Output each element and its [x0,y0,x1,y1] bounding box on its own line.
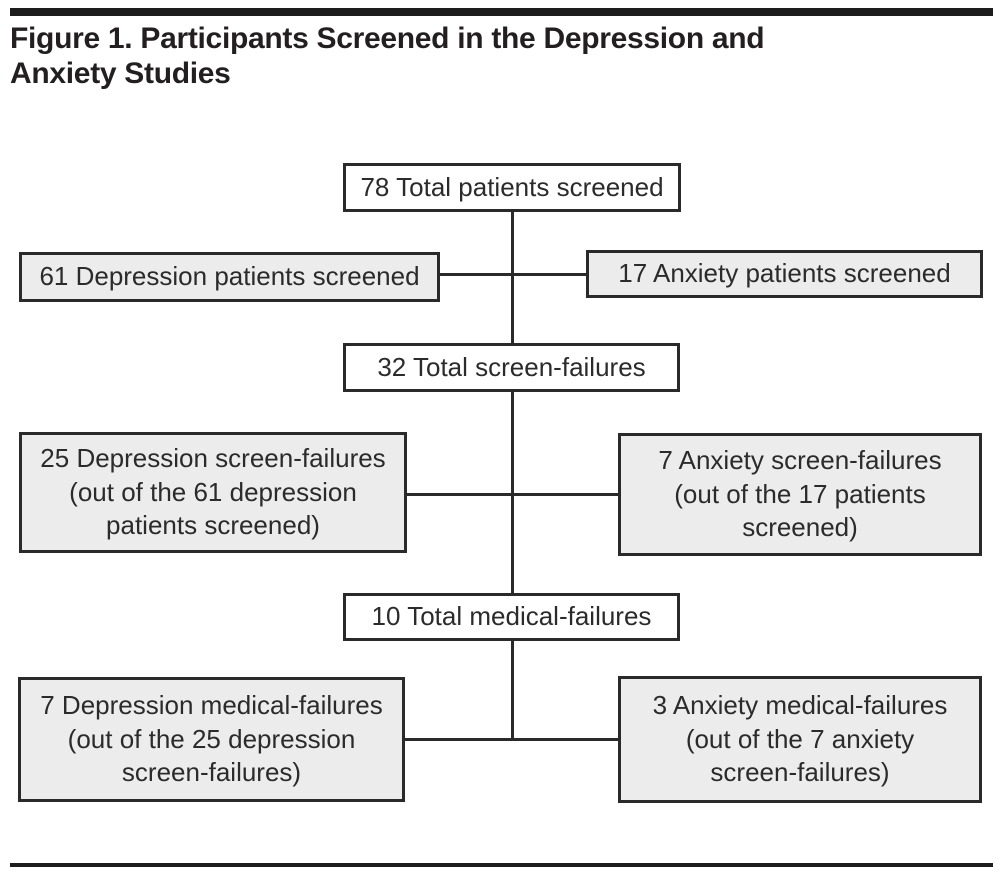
connector-horizontal-screened [440,273,586,276]
connector-vertical-screen-failures [511,392,514,593]
node-total-medical-failures: 10 Total medical-failures [343,593,680,641]
node-total-patients-screened: 78 Total patients screened [343,163,681,212]
connector-vertical-medical-failures [511,641,514,741]
bottom-rule [10,863,993,867]
node-anxiety-patients-screened: 17 Anxiety patients screened [586,250,983,298]
node-anxiety-screen-failures: 7 Anxiety screen-failures (out of the 17… [618,433,982,556]
figure-title: Figure 1. Participants Screened in the D… [10,22,765,90]
connector-horizontal-screen-failures [407,493,618,496]
node-total-screen-failures: 32 Total screen-failures [343,343,680,392]
node-anxiety-medical-failures: 3 Anxiety medical-failures (out of the 7… [618,676,982,803]
node-depression-screen-failures: 25 Depression screen-failures (out of th… [19,432,407,553]
connector-horizontal-medical-failures [405,738,618,741]
top-rule [10,8,993,16]
node-depression-medical-failures: 7 Depression medical-failures (out of th… [18,677,405,802]
connector-vertical-screened [511,212,514,343]
node-depression-patients-screened: 61 Depression patients screened [19,252,440,302]
